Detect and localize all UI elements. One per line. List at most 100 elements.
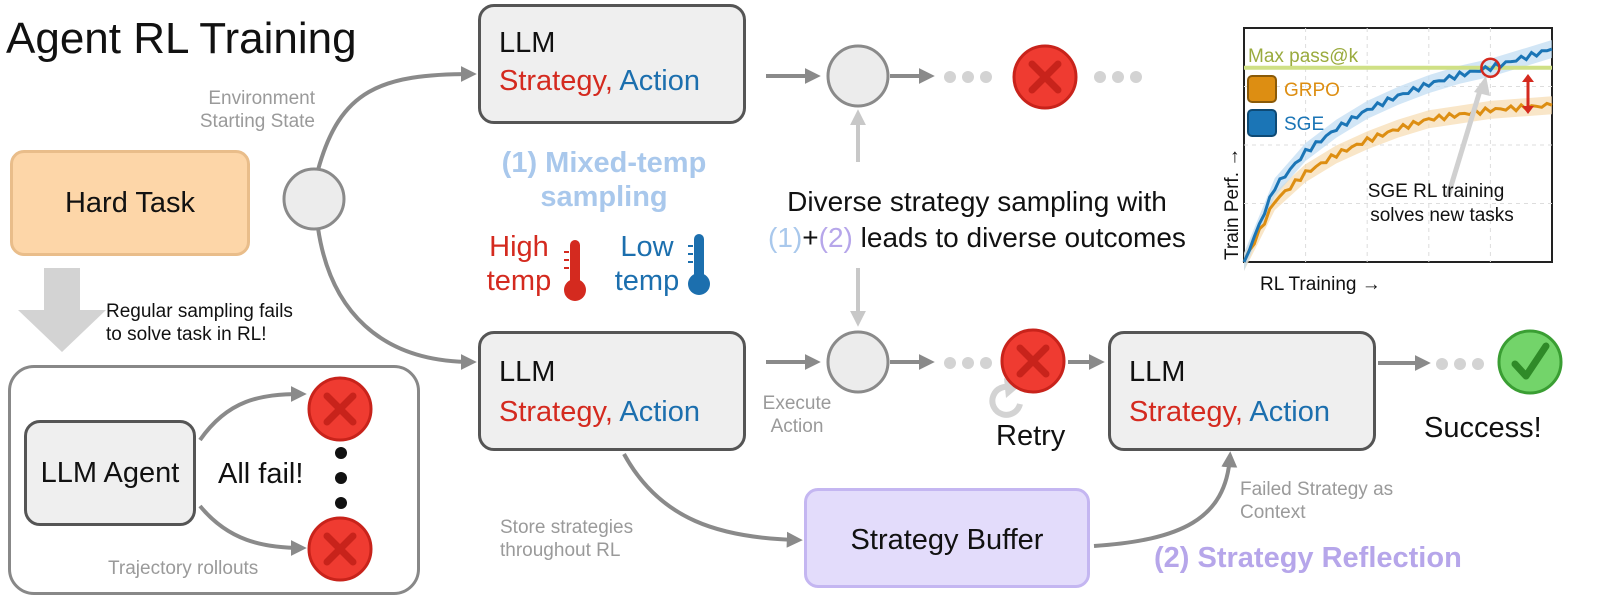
high-temp-line-1: High	[489, 231, 549, 263]
store-arrow	[622, 453, 803, 548]
low-temp-label: Low temp	[606, 230, 688, 298]
ellipsis-dot	[944, 71, 956, 83]
env-state-node	[282, 167, 346, 231]
ellipsis-dot	[335, 447, 347, 459]
strategy-buffer-box: Strategy Buffer	[804, 488, 1090, 588]
legend-swatch-sge	[1247, 109, 1277, 137]
outcome-node-middle	[826, 330, 890, 394]
max-pass-label: Max pass@k	[1248, 46, 1359, 67]
training-chart: Max pass@k GRPO SGE SGE RL training solv…	[1222, 27, 1553, 295]
series-band-sge	[1244, 40, 1552, 271]
diverse-plus: +	[802, 222, 819, 253]
fail-icon	[1012, 44, 1078, 110]
strategy-reflection-label: (2) Strategy Reflection	[1154, 542, 1462, 574]
legend-label-grpo: GRPO	[1284, 80, 1340, 101]
llm-strategy-action: Strategy, Action	[499, 65, 700, 98]
llm-strategy-action: Strategy, Action	[1129, 396, 1330, 429]
diverse-p2: (2)	[818, 222, 853, 253]
trajectory-rollouts-label: Trajectory rollouts	[108, 558, 259, 579]
success-check-icon	[1497, 329, 1563, 395]
ellipsis-dot	[335, 497, 347, 509]
llm-name: LLM	[499, 27, 556, 59]
strategy-text: Strategy,	[499, 65, 613, 97]
high-temp-line-2: temp	[486, 265, 552, 297]
llm-box-middle: LLM Strategy, Action	[478, 331, 746, 451]
environment-label: Environment Starting State	[160, 87, 315, 133]
failed-strategy-label: Failed Strategy as Context	[1240, 478, 1393, 524]
llm-name: LLM	[1129, 356, 1186, 388]
success-label: Success!	[1424, 412, 1542, 444]
thermometer-cold-icon	[688, 234, 710, 295]
mixed-temp-label: (1) Mixed-temp sampling	[480, 146, 728, 214]
llm-agent-label: LLM Agent	[40, 457, 180, 489]
legend-swatch-grpo	[1247, 75, 1277, 103]
legend-label-sge: SGE	[1284, 114, 1324, 135]
y-axis-label: Train Perf. →	[1222, 148, 1243, 260]
environment-line-1: Environment	[208, 88, 315, 109]
diverse-p1: (1)	[768, 222, 803, 253]
execute-action-label: Execute Action	[750, 392, 844, 438]
retry-label: Retry	[996, 420, 1066, 452]
ellipsis-dot	[1472, 358, 1484, 370]
store-strategies-label: Store strategies throughout RL	[500, 516, 633, 562]
store-line-1: Store strategies	[500, 517, 634, 538]
llm-box-top: LLM Strategy, Action	[478, 4, 746, 124]
annotation-line-2: solves new tasks	[1370, 205, 1514, 226]
execute-line-2: Action	[770, 416, 824, 437]
ellipsis-dot	[335, 472, 347, 484]
high-temp-label: High temp	[482, 230, 556, 298]
page-title: Agent RL Training	[6, 14, 357, 63]
strategy-buffer-label: Strategy Buffer	[850, 524, 1044, 556]
annotation-line-1: SGE RL training	[1368, 181, 1505, 202]
hard-task-box: Hard Task	[10, 150, 250, 256]
low-temp-line-2: temp	[614, 265, 680, 297]
llm-box-reflect: LLM Strategy, Action	[1108, 331, 1376, 451]
thermometer-hot-icon	[564, 240, 586, 301]
fail-icon	[307, 516, 373, 582]
agent-rollout-panel	[8, 365, 420, 595]
ellipsis-dot	[1454, 358, 1466, 370]
ellipsis-dot	[1130, 71, 1142, 83]
llm-strategy-action: Strategy, Action	[499, 396, 700, 429]
x-axis-label: RL Training →	[1260, 274, 1381, 295]
gap-arrow-icon	[1522, 74, 1534, 114]
action-text: Action	[619, 396, 700, 428]
all-fail-label: All fail!	[218, 458, 304, 490]
down-arrow-icon	[18, 268, 106, 352]
branch-arrow-top	[316, 66, 477, 171]
strategy-text: Strategy,	[499, 396, 613, 428]
ellipsis-dot	[962, 357, 974, 369]
ellipsis-dot	[944, 357, 956, 369]
low-temp-line-1: Low	[620, 231, 674, 263]
ellipsis-dot	[1112, 71, 1124, 83]
new-task-circle	[1480, 57, 1501, 79]
regular-note-line-1: Regular sampling fails	[106, 301, 293, 322]
series-line-sge	[1242, 47, 1553, 263]
ellipsis-dot	[1436, 358, 1448, 370]
mixed-temp-line-2: sampling	[540, 181, 668, 213]
rollout-arrow-bottom	[198, 504, 307, 556]
failed-line-2: Context	[1240, 502, 1306, 523]
outcome-node-top	[826, 44, 890, 108]
strategy-text: Strategy,	[1129, 396, 1243, 428]
reflect-arrow	[1093, 451, 1238, 548]
action-text: Action	[619, 65, 700, 97]
series-line-grpo	[1242, 101, 1553, 263]
action-text: Action	[1249, 396, 1330, 428]
annotation-arrowhead	[1474, 76, 1490, 96]
diverse-line-2: (1)+(2) leads to diverse outcomes	[742, 220, 1212, 256]
store-line-2: throughout RL	[500, 540, 621, 561]
regular-sampling-note: Regular sampling fails to solve task in …	[106, 300, 293, 346]
fail-icon	[1000, 328, 1066, 394]
branch-arrow-bottom	[316, 227, 477, 370]
diverse-sampling-text: Diverse strategy sampling with (1)+(2) l…	[742, 184, 1212, 256]
ellipsis-dot	[962, 71, 974, 83]
ellipsis-dot	[980, 357, 992, 369]
llm-agent-box: LLM Agent	[24, 420, 196, 526]
retry-icon	[989, 378, 1023, 418]
hard-task-label: Hard Task	[64, 187, 196, 219]
execute-line-1: Execute	[762, 393, 832, 414]
mixed-temp-line-1: (1) Mixed-temp	[501, 147, 707, 179]
diverse-line-1: Diverse strategy sampling with	[787, 186, 1167, 217]
diverse-rest: leads to diverse outcomes	[852, 222, 1186, 253]
